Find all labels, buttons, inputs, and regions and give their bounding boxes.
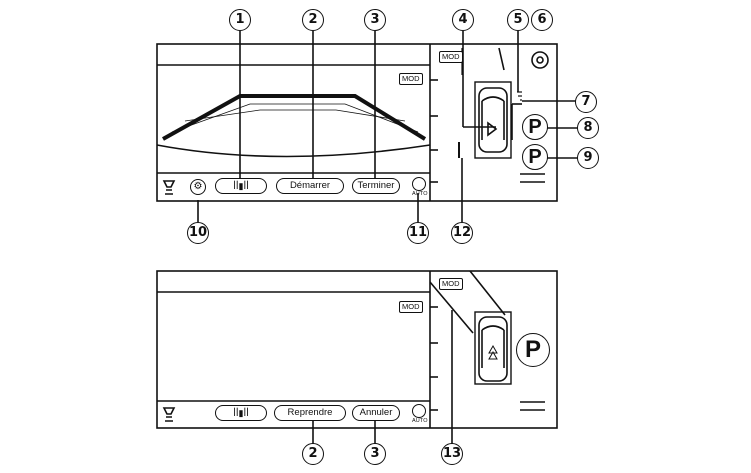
top-screen-frame — [156, 43, 558, 202]
settings-gear-icon[interactable]: ⚙ — [190, 179, 206, 195]
mod-label-topview: MOD — [439, 51, 463, 63]
sensor-view-icon: ꟾꟾ▮ꟾꟾ — [233, 181, 249, 191]
callout-3-bottom: 3 — [364, 443, 386, 465]
callout-1: 1 — [229, 9, 251, 31]
callout-5: 5 — [507, 9, 529, 31]
bottom-screen-frame — [156, 270, 558, 429]
callout-4: 4 — [452, 9, 474, 31]
auto-label-bottom: AUTO — [412, 418, 428, 424]
callout-11: 11 — [407, 222, 429, 244]
callout-12: 12 — [451, 222, 473, 244]
mod-label-camera-bottom: MOD — [399, 301, 423, 313]
start-button[interactable]: Démarrer — [276, 178, 344, 194]
sensor-view-icon: ꟾꟾ▮ꟾꟾ — [233, 408, 249, 418]
camera-auto-icon-bottom[interactable] — [412, 404, 426, 418]
parking-slot-icon-2[interactable]: P — [522, 144, 548, 170]
mod-label-topview-bottom: MOD — [439, 278, 463, 290]
callout-10: 10 — [187, 222, 209, 244]
callout-2: 2 — [302, 9, 324, 31]
parking-slot-icon-bottom[interactable]: P — [516, 333, 550, 367]
resume-button[interactable]: Reprendre — [274, 405, 346, 421]
callout-7: 7 — [575, 91, 597, 113]
cancel-button[interactable]: Annuler — [352, 405, 400, 421]
parking-slot-icon[interactable]: P — [522, 114, 548, 140]
finish-button[interactable]: Terminer — [352, 178, 400, 194]
auto-label: AUTO — [412, 191, 428, 197]
callout-6: 6 — [531, 9, 553, 31]
callout-9: 9 — [577, 147, 599, 169]
camera-view-toggle-button[interactable]: ꟾꟾ▮ꟾꟾ — [215, 178, 267, 194]
callout-8: 8 — [577, 117, 599, 139]
camera-view-toggle-button-bottom[interactable]: ꟾꟾ▮ꟾꟾ — [215, 405, 267, 421]
callout-2-bottom: 2 — [302, 443, 324, 465]
mod-label-camera: MOD — [399, 73, 423, 85]
callout-13: 13 — [441, 443, 463, 465]
callout-3: 3 — [364, 9, 386, 31]
camera-auto-icon[interactable] — [412, 177, 426, 191]
